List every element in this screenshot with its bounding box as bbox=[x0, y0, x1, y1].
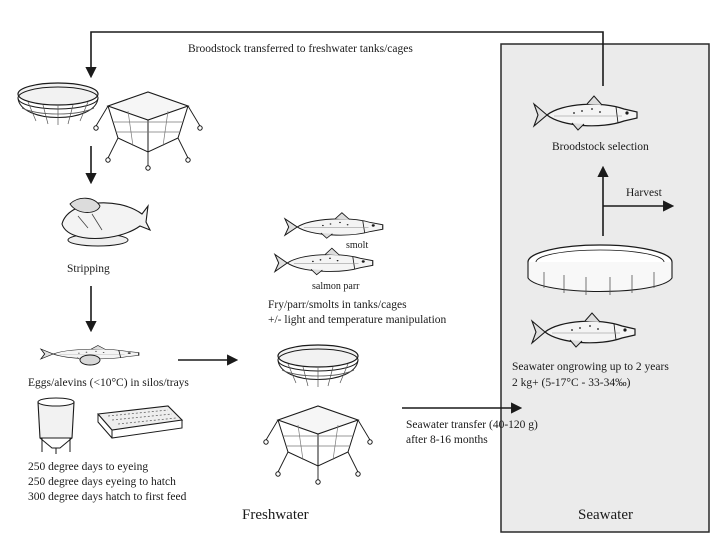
degree-days-eyeing: 250 degree days to eyeing bbox=[28, 461, 149, 473]
smolt-fish-icon bbox=[284, 212, 384, 239]
broodstock-transfer-label: Broodstock transferred to freshwater tan… bbox=[188, 43, 413, 55]
alevin-icon bbox=[40, 344, 140, 366]
fry-parr-smolts-label: Fry/parr/smolts in tanks/cages bbox=[268, 299, 407, 311]
degree-days-hatch: 250 degree days eyeing to hatch bbox=[28, 476, 176, 488]
seawater-transfer-label: Seawater transfer (40-120 g) bbox=[406, 419, 538, 431]
degree-days-first-feed: 300 degree days hatch to first feed bbox=[28, 491, 187, 503]
harvest-label: Harvest bbox=[626, 187, 662, 199]
sea-cage-icon bbox=[527, 244, 673, 295]
ongrowing-weight-label: 2 kg+ (5-17°C - 33-34‰) bbox=[512, 377, 631, 389]
tray-icon bbox=[96, 405, 184, 439]
eggs-alevins-label: Eggs/alevins (<10°C) in silos/trays bbox=[28, 377, 189, 389]
freshwater-cage-icon bbox=[263, 405, 373, 485]
light-temperature-label: +/- light and temperature manipulation bbox=[268, 314, 447, 326]
smolt-label: smolt bbox=[346, 240, 369, 251]
stripping-label: Stripping bbox=[67, 263, 110, 275]
salmon-parr-label: salmon parr bbox=[312, 281, 360, 292]
freshwater-tank-icon bbox=[277, 344, 359, 388]
tank-icon bbox=[17, 82, 99, 126]
seawater-ongrowing-label: Seawater ongrowing up to 2 years bbox=[512, 361, 669, 373]
broodstock-selection-label: Broodstock selection bbox=[552, 141, 649, 153]
broodstock-return-arrow bbox=[85, 31, 604, 86]
silo-icon bbox=[37, 397, 75, 454]
seawater-label: Seawater bbox=[578, 507, 633, 523]
seawater-transfer-duration: after 8-16 months bbox=[406, 434, 488, 446]
stripping-fish-icon bbox=[61, 197, 152, 247]
freshwater-label: Freshwater bbox=[242, 507, 309, 523]
cage-icon bbox=[93, 91, 203, 171]
